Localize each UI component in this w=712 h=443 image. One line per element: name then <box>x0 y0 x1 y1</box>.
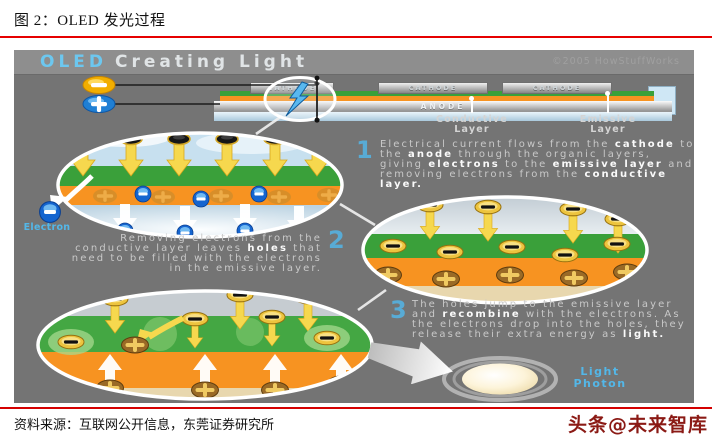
oled-infographic: OLED Creating Light ©2005 HowStuffWorks A… <box>14 50 694 403</box>
substrate-layer <box>214 112 672 121</box>
emissive-pin-dot <box>605 91 610 96</box>
step2-text: Removing electrons from the conductive l… <box>71 233 322 274</box>
emissive-band <box>58 166 342 187</box>
source-text: 资料来源：互联网公开信息，东莞证券研究所 <box>14 417 275 432</box>
zoom-circle-step2 <box>361 195 649 305</box>
top-divider-rule <box>0 36 712 38</box>
recombine-arrow <box>136 315 185 345</box>
dropping-electrons-group <box>101 291 322 349</box>
bottom-divider-rule <box>0 407 712 409</box>
watermark-text: 头条@未来智库 <box>567 414 708 436</box>
sky-band <box>58 133 342 168</box>
zoom-circle-step3 <box>36 289 374 401</box>
cathode-bar-2: CATHODE <box>378 82 488 94</box>
emissive-pin-line <box>607 95 609 113</box>
infographic-body: ANODE CATHODE CATHODE CATHODE Conductive… <box>14 74 694 403</box>
positive-terminal-icon <box>82 95 116 113</box>
electron-label: Electron <box>23 222 71 233</box>
holes-group <box>91 186 342 206</box>
step1-text: Electrical current flows from the cathod… <box>380 139 695 190</box>
infographic-header: OLED Creating Light ©2005 HowStuffWorks <box>14 50 694 75</box>
emissive-band <box>363 234 647 260</box>
conductive-pin-line <box>471 100 473 113</box>
step3-text: The holes jump to the emissive layer and… <box>412 299 686 340</box>
conductive-band <box>363 258 647 288</box>
electron-callout <box>38 174 94 224</box>
step1-number: 1 <box>356 136 373 164</box>
emissive-band <box>38 316 372 354</box>
holes-group <box>372 262 643 289</box>
cathode-bar-3: CATHODE <box>502 82 612 94</box>
leaving-electrons-group <box>113 185 311 237</box>
step3-number: 3 <box>390 296 407 324</box>
light-photon-label: Light Photon <box>573 365 627 390</box>
conductive-band <box>38 352 372 389</box>
conductive-layer-strip <box>220 96 654 101</box>
light-photon-icon <box>442 356 558 402</box>
copyright-text: ©2005 HowStuffWorks <box>552 56 680 67</box>
conductive-pin-dot <box>469 96 474 101</box>
anode-band <box>38 388 372 399</box>
emissive-layer-label: Emissive Layer <box>579 114 637 135</box>
figure-title: 图 2：OLED 发光过程 <box>14 13 166 29</box>
electron-icon <box>38 200 62 224</box>
electron-arrows-group <box>416 197 632 254</box>
oled-brand-text: OLED <box>40 52 108 72</box>
cathode-bar-1: CATHODE <box>250 82 334 94</box>
zoom-circle-step1 <box>56 131 344 239</box>
sky-band <box>363 197 647 236</box>
emissive-electrons-group <box>379 236 631 263</box>
recombined-pairs-group <box>48 325 350 355</box>
negative-terminal-icon <box>82 76 116 94</box>
step2-number: 2 <box>328 226 345 254</box>
conductive-layer-label: Conductive Layer <box>436 114 508 135</box>
electron-arrows-group <box>70 133 330 177</box>
rising-holes-group <box>94 354 357 399</box>
anode-layer: ANODE <box>214 101 672 112</box>
photon-arrow <box>367 341 453 384</box>
conductive-band <box>58 186 342 207</box>
sky-band <box>38 291 372 318</box>
infographic-title: Creating Light <box>115 52 309 72</box>
hole-in-emissive <box>119 335 151 355</box>
